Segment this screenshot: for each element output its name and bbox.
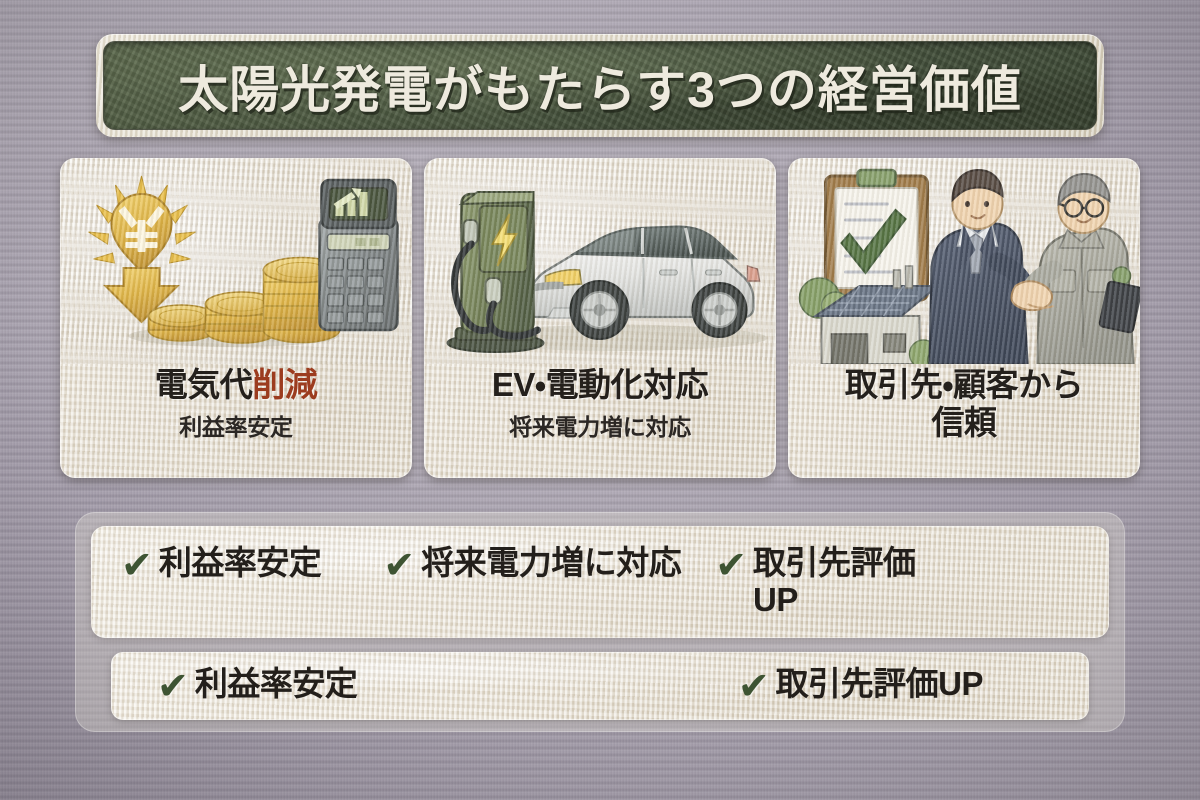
calculator-icon: [318, 178, 399, 332]
checklist-item-label: 取引先評価UP: [753, 544, 916, 618]
worker-figure: [1018, 172, 1140, 364]
card-subtitle: 将来電力増に対応: [509, 413, 691, 440]
bar-chart-glyph: [333, 188, 368, 216]
ev-charger-car-illustration: [446, 191, 768, 353]
checklist-items-primary: ✔ 利益率安定 ✔ 将来電力増に対応 ✔ 取引先評価UP: [121, 544, 1079, 619]
checklist-item-label: 利益率安定: [194, 665, 358, 702]
checklist-row-secondary: ✔ 利益率安定 ✔ 取引先評価UP: [111, 652, 1089, 720]
value-cards: 電気代削減 利益率安定: [60, 158, 1140, 478]
card-heading-line1: 取引先・顧客から: [844, 366, 1084, 403]
yen-symbol: [118, 206, 165, 252]
check-icon: ✔: [737, 666, 770, 708]
checklist-panel: ✔ 利益率安定 ✔ 将来電力増に対応 ✔ 取引先評価UP ✔ 利益率安定: [75, 512, 1125, 732]
yen-coins-calculator-illustration: [88, 175, 399, 347]
card-heading: 電気代削減: [155, 366, 318, 404]
businessman-figure: [928, 168, 1035, 364]
card-heading-accent: 削減: [252, 366, 318, 403]
checklist-item[interactable]: ✔ 取引先評価UP: [715, 544, 923, 619]
checklist-item[interactable]: ✔ 将来電力増に対応: [383, 544, 682, 588]
checklist-items-secondary: ✔ 利益率安定 ✔ 取引先評価UP: [157, 665, 1043, 708]
hair: [951, 168, 1004, 203]
check-icon: ✔: [121, 545, 153, 588]
check-icon: ✔: [715, 545, 748, 588]
charging-cable-right: [485, 300, 541, 340]
card-subtitle: 利益率安定: [179, 413, 293, 440]
card-caption-ev-support: EV・電動化対応 将来電力増に対応: [424, 364, 776, 478]
charging-cable-left: [451, 240, 491, 334]
down-arrow-icon: [103, 267, 180, 324]
card-heading-prefix: 電気代: [154, 366, 253, 403]
card-caption-client-trust: 取引先・顧客から信頼: [788, 364, 1140, 478]
title-banner: 太陽光発電がもたらす3つの経営価値: [96, 34, 1104, 137]
face: [964, 201, 990, 207]
value-card-ev-support[interactable]: EV・電動化対応 将来電力増に対応: [424, 158, 776, 478]
page-title: 太陽光発電がもたらす3つの経営価値: [178, 61, 1022, 118]
handshake-clipboard-illustration: [798, 168, 1140, 364]
checklist-item[interactable]: ✔ 利益率安定: [157, 665, 358, 708]
solar-panel-grid: [827, 285, 918, 317]
car-icon: [526, 225, 761, 340]
card-illustration-client-trust: [788, 158, 1140, 364]
card-illustration-ev-support: [424, 158, 776, 364]
card-heading-line2: 信頼: [931, 403, 997, 441]
title-banner-plate: 太陽光発電がもたらす3つの経営価値: [104, 42, 1096, 129]
lightning-bolt-icon: [490, 213, 519, 267]
checklist-item-label: 取引先評価UP: [775, 665, 984, 702]
checklist-item[interactable]: ✔ 利益率安定: [121, 544, 322, 588]
checklist-item[interactable]: ✔ 取引先評価UP: [737, 665, 984, 708]
card-illustration-electricity-saving: [60, 158, 412, 364]
checklist-item-label: 将来電力増に対応: [421, 544, 682, 582]
checklist-item-label: 利益率安定: [158, 544, 322, 582]
tablet-icon: [1098, 280, 1140, 334]
calculator-keys: [326, 257, 385, 324]
rear-wheel: [691, 282, 748, 338]
glasses-icon: [1059, 198, 1105, 218]
green-checkmark: [840, 208, 907, 275]
yen-lightbulb-icon: [110, 192, 173, 274]
coin-stack-icon: [147, 256, 341, 344]
check-icon: ✔: [383, 545, 416, 588]
value-card-electricity-saving[interactable]: 電気代削減 利益率安定: [60, 158, 412, 478]
hair-grey: [1057, 172, 1111, 207]
handshake-icon: [1010, 280, 1054, 312]
front-wheel: [569, 280, 630, 340]
card-heading: 取引先・顧客から信頼: [844, 366, 1084, 441]
value-card-client-trust[interactable]: 取引先・顧客から信頼: [788, 158, 1140, 478]
checklist-row-primary: ✔ 利益率安定 ✔ 将来電力増に対応 ✔ 取引先評価UP: [91, 526, 1109, 638]
check-icon: ✔: [157, 666, 189, 708]
card-heading: EV・電動化対応: [491, 366, 709, 403]
card-caption-electricity-saving: 電気代削減 利益率安定: [60, 364, 412, 478]
barn-door: [830, 333, 869, 364]
solar-building-icon: [798, 265, 949, 364]
ev-charger-icon: [446, 191, 545, 353]
sunburst-rays: [88, 175, 196, 264]
clipboard-clip: [856, 168, 897, 188]
